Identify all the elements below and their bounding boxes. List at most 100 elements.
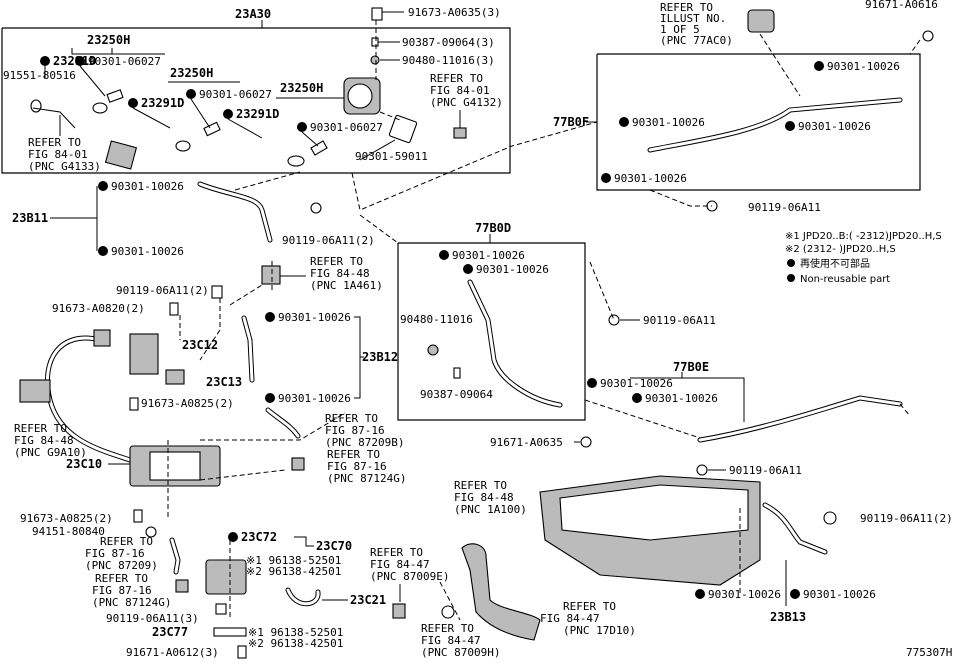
clamp-part bbox=[441, 605, 455, 619]
label-90387-09064-3: 90387-09064(3) bbox=[402, 36, 495, 49]
fuel-tank-top bbox=[559, 484, 749, 541]
label-91673-a0825-2b: 91673-A0825(2) bbox=[20, 512, 113, 525]
nonreusable-dot bbox=[785, 121, 795, 131]
hardware-top: 91673-A0635(3) 90387-09064(3) 90480-1101… bbox=[370, 6, 501, 80]
bolt-part bbox=[169, 302, 179, 316]
injector-part bbox=[310, 140, 328, 156]
connection-lines bbox=[167, 33, 911, 621]
sensor-part bbox=[19, 379, 51, 403]
nonreusable-dot bbox=[98, 181, 108, 191]
label-196138-52501-a: ※1 96138-52501 bbox=[246, 554, 341, 567]
svg-text:FIG 84-48: FIG 84-48 bbox=[14, 434, 74, 447]
label-91673-a0820: 91673-A0820(2) bbox=[52, 302, 145, 315]
sensor-part bbox=[453, 127, 467, 139]
label-77b0e: 77B0E bbox=[673, 360, 709, 374]
group-23b13: 90119-06A11(2) 90301-10026 90301-10026 2… bbox=[695, 502, 953, 624]
label-94151-80840: 94151-80840 bbox=[32, 525, 105, 538]
svg-text:(PNC 87209): (PNC 87209) bbox=[85, 559, 158, 572]
svg-text:(PNC 87009E): (PNC 87009E) bbox=[370, 570, 449, 583]
svg-text:(PNC 87124G): (PNC 87124G) bbox=[327, 472, 406, 485]
nonreusable-dot bbox=[265, 312, 275, 322]
label-90301-10026-g: 90301-10026 bbox=[827, 60, 900, 73]
oring-part bbox=[287, 155, 305, 167]
label-90480-11016: 90480-11016 bbox=[400, 313, 473, 326]
label-90387-09064: 90387-09064 bbox=[420, 388, 493, 401]
ref-87124g-a: REFER TO FIG 87-16 (PNC 87124G) bbox=[291, 448, 406, 485]
nonreusable-dot bbox=[790, 589, 800, 599]
svg-text:ILLUST NO.: ILLUST NO. bbox=[660, 12, 726, 25]
group-77b0e: 77B0E 90301-10026 90301-10026 bbox=[587, 360, 903, 443]
valve-assembly-part bbox=[205, 559, 247, 595]
legend-note-2: ※2 (2312- )JPD20..H,S bbox=[785, 244, 896, 255]
label-90301-06027-b: 90301-06027 bbox=[199, 88, 272, 101]
svg-text:FIG 84-47: FIG 84-47 bbox=[421, 634, 481, 647]
washer-part bbox=[371, 37, 379, 47]
label-91671-a0635: 91671-A0635 bbox=[490, 436, 563, 449]
svg-text:REFER TO: REFER TO bbox=[370, 546, 423, 559]
svg-text:(PNC G4132): (PNC G4132) bbox=[430, 96, 503, 109]
nonreusable-dot bbox=[601, 173, 611, 183]
svg-text:FIG 84-01: FIG 84-01 bbox=[430, 84, 490, 97]
bolt-part bbox=[922, 30, 934, 42]
nonreusable-dot bbox=[223, 109, 233, 119]
nonreusable-dot bbox=[297, 122, 307, 132]
label-23b11: 23B11 bbox=[12, 211, 48, 225]
label-23250h-2: 23250H bbox=[170, 66, 213, 80]
label-296138-42501-b: ※2 96138-42501 bbox=[248, 637, 343, 650]
label-23c70: 23C70 bbox=[316, 539, 352, 553]
svg-text:REFER TO: REFER TO bbox=[421, 622, 474, 635]
oring-part bbox=[175, 140, 191, 152]
svg-text:FIG 87-16: FIG 87-16 bbox=[327, 460, 387, 473]
pump-part bbox=[747, 9, 775, 33]
label-90301-10026-b: 90301-10026 bbox=[111, 245, 184, 258]
svg-text:REFER TO: REFER TO bbox=[325, 412, 378, 425]
nonreusable-dot bbox=[98, 246, 108, 256]
label-90301-10026-m: 90301-10026 bbox=[708, 588, 781, 601]
svg-text:REFER TO: REFER TO bbox=[660, 1, 713, 14]
group-23c10-area: 90119-06A11(2) 91673-A0820(2) 23C12 23C1… bbox=[19, 284, 242, 538]
bolt-part bbox=[30, 99, 42, 113]
ref-17d10: REFER TO FIG 84-47 (PNC 17D10) bbox=[461, 543, 636, 641]
bolt-part bbox=[133, 509, 143, 523]
svg-text:(PNC G9A10): (PNC G9A10) bbox=[14, 446, 87, 459]
label-90119-06a11-2a: 90119-06A11(2) bbox=[282, 234, 375, 247]
group-23a30: 23A30 23250H 23250H 23250H 23291D 23291D… bbox=[1, 7, 511, 174]
label-91673-a0825-2a: 91673-A0825(2) bbox=[141, 397, 234, 410]
label-91671-a0616: 91671-A0616 bbox=[865, 0, 938, 11]
oring-part bbox=[92, 102, 108, 114]
nonreusable-dot bbox=[619, 117, 629, 127]
label-23c21: 23C21 bbox=[350, 593, 386, 607]
clip-part bbox=[175, 579, 189, 593]
label-90119-06a11-a: 90119-06A11 bbox=[643, 314, 716, 327]
injector-part bbox=[106, 89, 124, 103]
bolt-part bbox=[608, 314, 620, 326]
nonreusable-dot bbox=[186, 89, 196, 99]
label-23b12: 23B12 bbox=[362, 350, 398, 364]
legend-reuse-jp: 再使用不可部品 bbox=[800, 257, 870, 270]
legend-dot bbox=[787, 259, 795, 267]
bolt-part bbox=[580, 436, 592, 448]
nonreusable-dot bbox=[587, 378, 597, 388]
label-90119-06a11-3: 90119-06A11(3) bbox=[106, 612, 199, 625]
washer-part bbox=[453, 367, 461, 379]
bolt-part bbox=[823, 511, 837, 525]
clip-part bbox=[291, 457, 305, 471]
label-90119-06a11-2c: 90119-06A11(2) bbox=[860, 512, 953, 525]
label-90301-10026-i: 90301-10026 bbox=[798, 120, 871, 133]
fuel-pump-body bbox=[149, 451, 201, 481]
label-90301-10026-d: 90301-10026 bbox=[278, 392, 351, 405]
nonreusable-dot bbox=[463, 264, 473, 274]
legend-reuse-en: Non-reusable part bbox=[800, 274, 890, 285]
label-90301-06027-a: 90301-06027 bbox=[88, 55, 161, 68]
svg-text:FIG 84-48: FIG 84-48 bbox=[454, 491, 514, 504]
label-77b0f: 77B0F bbox=[553, 115, 589, 129]
ref-g4132: REFER TO FIG 84-01 (PNC G4132) bbox=[430, 72, 503, 128]
bracket-part bbox=[261, 265, 281, 285]
nonreusable-dot bbox=[128, 98, 138, 108]
label-196138-52501-b: ※1 96138-52501 bbox=[248, 626, 343, 639]
ref-87209b: REFER TO FIG 87-16 (PNC 87209B) bbox=[265, 407, 404, 449]
group-77b0d: 77B0D 90301-10026 90301-10026 90480-1101… bbox=[397, 221, 586, 421]
ref-87209: REFER TO FIG 87-16 (PNC 87209) bbox=[85, 535, 181, 575]
injector-part bbox=[203, 121, 221, 137]
bolt-part bbox=[371, 7, 383, 21]
